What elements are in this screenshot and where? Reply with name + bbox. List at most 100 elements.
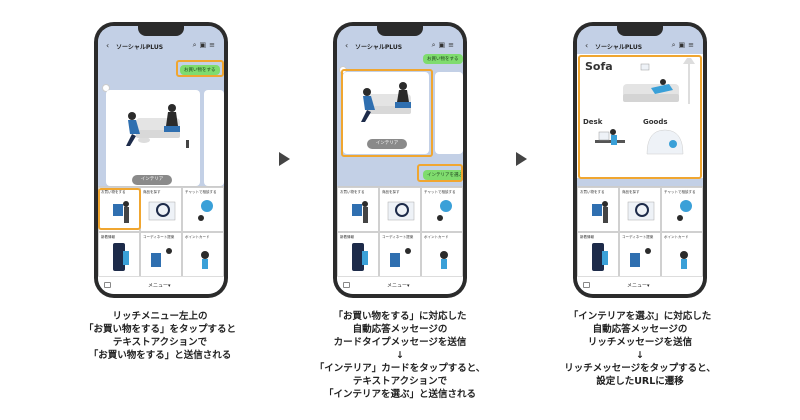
rich-menu-cell-news[interactable]: 新着情報	[337, 232, 379, 277]
point-card-icon	[680, 251, 688, 269]
rich-menu-cell-point[interactable]: ポイントカード	[421, 232, 463, 277]
caption-line: カードタイプメッセージを送信	[333, 337, 467, 348]
rich-message[interactable]: Sofa Desk Goods	[577, 54, 703, 179]
carousel-card[interactable]	[343, 72, 429, 154]
account-title: ソーシャルPLUS	[116, 44, 164, 51]
caption-step-3: 「インテリアを選ぶ」に対応した 自動応答メッセージの リッチメッセージを送信 ↓…	[540, 310, 740, 388]
caption-line: 「お買い物をする」をタップすると	[83, 324, 236, 335]
interior-card-button[interactable]: インテリア	[132, 175, 172, 185]
header-icons: ⌕▣≡	[193, 41, 218, 50]
coordinate-icon	[630, 248, 651, 267]
header-icons: ⌕▣≡	[672, 41, 697, 50]
account-title: ソーシャルPLUS	[355, 44, 403, 51]
search-icon[interactable]: ⌕	[192, 41, 200, 49]
account-title: ソーシャルPLUS	[595, 44, 643, 51]
keyboard-icon[interactable]	[104, 282, 111, 288]
rich-menu-cell-coordinate[interactable]: コーディネート提案	[140, 232, 182, 277]
carousel-card-next[interactable]	[435, 72, 463, 154]
search-product-icon	[387, 201, 415, 221]
highlight-frame	[417, 164, 463, 182]
coordinate-icon	[151, 248, 172, 267]
rich-menu-cell-chat[interactable]: チャットで相談する	[661, 187, 703, 232]
menu-icon[interactable]: ≡	[209, 41, 218, 49]
chat-header: ‹ ソーシャルPLUS ⌕▣≡	[337, 26, 463, 54]
rich-menu-cell-search[interactable]: 商品を探す	[619, 187, 661, 232]
caption-line: 「インテリアを選ぶ」に対応した	[568, 311, 712, 322]
caption-line: 設定したURLに遷移	[596, 376, 684, 387]
news-icon	[592, 243, 608, 271]
news-icon	[113, 243, 129, 271]
keyboard-icon[interactable]	[583, 282, 590, 288]
caption-line: 自動応答メッセージの	[592, 324, 688, 335]
shopping-icon	[592, 201, 608, 223]
rich-menu-cell-shopping[interactable]: お買い物をする	[577, 187, 619, 232]
point-card-icon	[440, 251, 448, 269]
menu-toggle[interactable]: メニュー▾	[627, 283, 650, 289]
caption-line: 「お買い物をする」に対応した	[333, 311, 467, 322]
rich-menu: お買い物をする 商品を探す チャットで相談する 新着情報 コーディネート提案 ポ…	[98, 186, 224, 277]
rich-menu-cell-point[interactable]: ポイントカード	[661, 232, 703, 277]
arrow-right-icon	[279, 152, 290, 166]
rich-message-illustration	[595, 58, 695, 155]
sent-bubble: インテリアを選ぶ	[423, 170, 463, 180]
rich-menu: お買い物をする 商品を探す チャットで相談する 新着情報 コーディネート提案 ポ…	[337, 186, 463, 277]
highlight-frame	[578, 55, 702, 179]
caption-step-2: 「お買い物をする」に対応した 自動応答メッセージの カードタイプメッセージを送信…	[300, 310, 500, 401]
chat-footer: メニュー▾	[577, 276, 703, 294]
phone-notch	[377, 26, 423, 36]
rich-message-goods-label: Goods	[643, 118, 668, 126]
highlight-frame	[176, 60, 224, 77]
caption-arrow: ↓	[396, 350, 404, 361]
search-icon[interactable]: ⌕	[431, 41, 439, 49]
rich-menu-cell-shopping[interactable]: お買い物をする	[98, 187, 140, 232]
rich-menu-cell-coordinate[interactable]: コーディネート提案	[619, 232, 661, 277]
rich-message-desk-label: Desk	[583, 118, 603, 126]
menu-toggle[interactable]: メニュー▾	[387, 283, 410, 289]
rich-menu-cell-search[interactable]: 商品を探す	[140, 187, 182, 232]
rich-menu-cell-point[interactable]: ポイントカード	[182, 232, 224, 277]
chevron-left-icon[interactable]: ‹	[345, 41, 349, 50]
rich-message-sofa-label: Sofa	[585, 60, 613, 73]
chevron-left-icon[interactable]: ‹	[106, 41, 110, 50]
coordinate-icon	[390, 248, 411, 267]
caption-line: 「インテリアを選ぶ」と送信される	[323, 389, 476, 400]
caption-line: 「インテリア」カードをタップすると、	[314, 363, 486, 374]
phone-screen: ‹ ソーシャルPLUS ⌕▣≡ お買い物をする インテリア	[337, 26, 463, 294]
rich-menu-cell-chat[interactable]: チャットで相談する	[421, 187, 463, 232]
menu-icon[interactable]: ≡	[688, 41, 697, 49]
caption-line: リッチメッセージをタップすると、	[564, 363, 716, 374]
news-icon	[352, 243, 368, 271]
shopping-icon	[113, 201, 129, 223]
rich-menu-cell-search[interactable]: 商品を探す	[379, 187, 421, 232]
shopping-icon	[352, 201, 368, 223]
phone-mockup-3: ‹ ソーシャルPLUS ⌕▣≡ Sofa Desk	[573, 22, 707, 298]
chevron-left-icon[interactable]: ‹	[585, 41, 589, 50]
caption-line: テキストアクションで	[112, 337, 208, 348]
interior-illustration	[361, 82, 411, 122]
keyboard-icon[interactable]	[343, 282, 350, 288]
sent-bubble: お買い物をする	[423, 54, 463, 64]
search-product-icon	[627, 201, 655, 221]
book-icon[interactable]: ▣	[199, 41, 210, 49]
highlight-frame	[341, 69, 433, 157]
chat-header: ‹ ソーシャルPLUS ⌕▣≡	[98, 26, 224, 54]
book-icon[interactable]: ▣	[438, 41, 449, 49]
rich-menu-cell-news[interactable]: 新着情報	[98, 232, 140, 277]
interior-card-button[interactable]: インテリア	[367, 139, 407, 149]
search-product-icon	[148, 201, 176, 221]
carousel-card[interactable]	[106, 90, 200, 186]
menu-toggle[interactable]: メニュー▾	[148, 283, 171, 289]
chat-footer: メニュー▾	[98, 276, 224, 294]
rich-menu-cell-shopping[interactable]: お買い物をする	[337, 187, 379, 232]
caption-step-1: リッチメニュー左上の 「お買い物をする」をタップすると テキストアクションで 「…	[60, 310, 260, 362]
chat-footer: メニュー▾	[337, 276, 463, 294]
caption-line: 自動応答メッセージの	[352, 324, 448, 335]
book-icon[interactable]: ▣	[678, 41, 689, 49]
menu-icon[interactable]: ≡	[448, 41, 457, 49]
rich-menu-cell-news[interactable]: 新着情報	[577, 232, 619, 277]
rich-menu-cell-coordinate[interactable]: コーディネート提案	[379, 232, 421, 277]
carousel-card-next[interactable]	[204, 90, 224, 186]
rich-menu-cell-chat[interactable]: チャットで相談する	[182, 187, 224, 232]
search-icon[interactable]: ⌕	[671, 41, 679, 49]
point-card-icon	[201, 251, 209, 269]
